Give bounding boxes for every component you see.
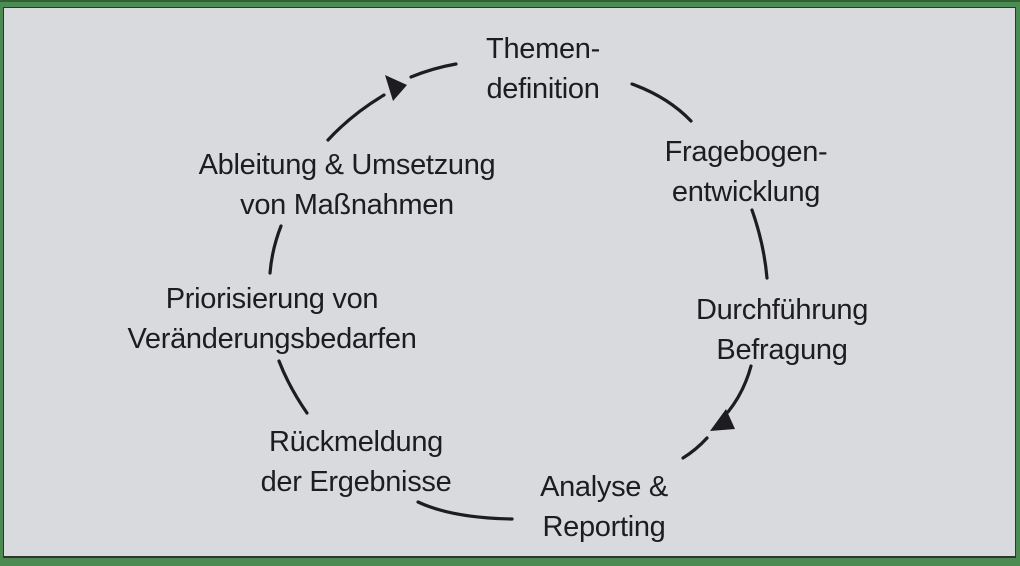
node-label-line: Befragung [716, 334, 848, 366]
node-analyse-reporting: Analyse & Reporting [540, 467, 668, 547]
node-label-line: Ableitung & Umsetzung [198, 149, 496, 181]
node-priorisierung-veraenderungsbedarfe: Priorisierung von Veränderungsbedarfen [127, 279, 416, 359]
node-label-line: Analyse & [540, 471, 668, 503]
node-label-line: Durchführung [695, 294, 869, 326]
node-label-line: Fragebogen- [664, 136, 828, 168]
node-label-line: von Maßnahmen [240, 189, 454, 221]
node-label-line: Reporting [542, 511, 666, 543]
node-themendefinition: Themen- definition [486, 29, 600, 109]
node-fragebogenentwicklung: Fragebogen- entwicklung [665, 132, 828, 212]
node-ableitung-umsetzung-massnahmen: Ableitung & Umsetzung von Maßnahmen [199, 145, 496, 225]
node-label-line: Priorisierung von [165, 283, 379, 315]
diagram-canvas [3, 7, 1016, 558]
node-label-line: definition [486, 73, 600, 105]
node-label-line: entwicklung [671, 176, 821, 208]
node-label-line: der Ergebnisse [260, 466, 452, 498]
node-durchfuehrung-befragung: Durchführung Befragung [696, 290, 868, 370]
node-label-line: Veränderungsbedarfen [127, 323, 417, 355]
node-label-line: Rückmeldung [268, 426, 444, 458]
node-rueckmeldung-ergebnisse: Rückmeldung der Ergebnisse [261, 422, 452, 502]
node-label-line: Themen- [486, 33, 600, 65]
